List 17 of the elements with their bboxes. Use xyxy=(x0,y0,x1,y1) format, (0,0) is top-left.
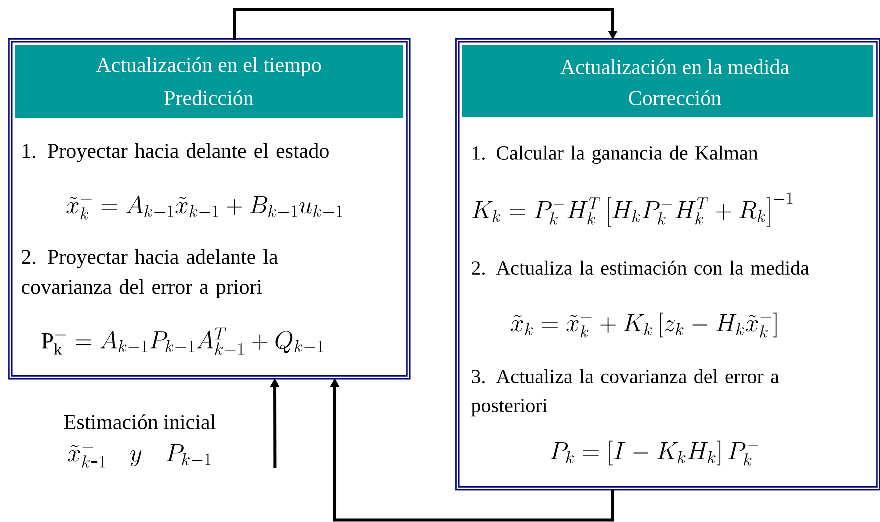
formula: $\tilde{x}_{k\mbox{-}1}^{-}\quad y\quad P_{k-1}$ xyxy=(68,444,211,468)
step-text: 2. Actualiza la estimación con la medida xyxy=(472,260,810,276)
formula: $K_k = P_k^{-}H_k^{T}\left[H_kP_k^{-}H_k^{T} + R_k\right]^{-1}$ xyxy=(472,192,793,228)
step-text: 1. Proyectar hacia delante el estado xyxy=(23,143,329,163)
formula: $\tilde{x}_k^{-} = A_{k-1}\tilde{x}_{k-1} + B_{k-1}u_{k-1}$ xyxy=(66,196,342,220)
formula: $\mathrm{P}_{\mathrm{k}}^{-} = A_{k-1}P_{k-1}A_{k-1}^{T} + Q_{k-1}$ xyxy=(42,328,324,355)
step-text: 3. Actualiza la covarianza del error a posteriori xyxy=(472,369,780,417)
header-text: Predicción xyxy=(164,90,254,106)
header-text: Actualización en la medida xyxy=(560,60,790,74)
step-text: 2. Proyectar hacia adelante la covarianza del error a priori xyxy=(22,249,278,299)
step-text: 1. Calcular la ganancia de Kalman xyxy=(472,146,758,164)
step-text: Estimación inicial xyxy=(64,414,216,430)
header-text: Actualización en el tiempo xyxy=(96,57,322,77)
formula: $\tilde{x}_k = \tilde{x}_k^{-} + K_k\left[z_k - H_k\tilde{x}_k^{-}\right]$ xyxy=(511,312,777,338)
header-text: Corrección xyxy=(629,90,722,106)
arrow xyxy=(234,8,618,40)
formula: $P_k = \left[I - K_kH_k\right]P_k^{-}$ xyxy=(550,440,758,466)
